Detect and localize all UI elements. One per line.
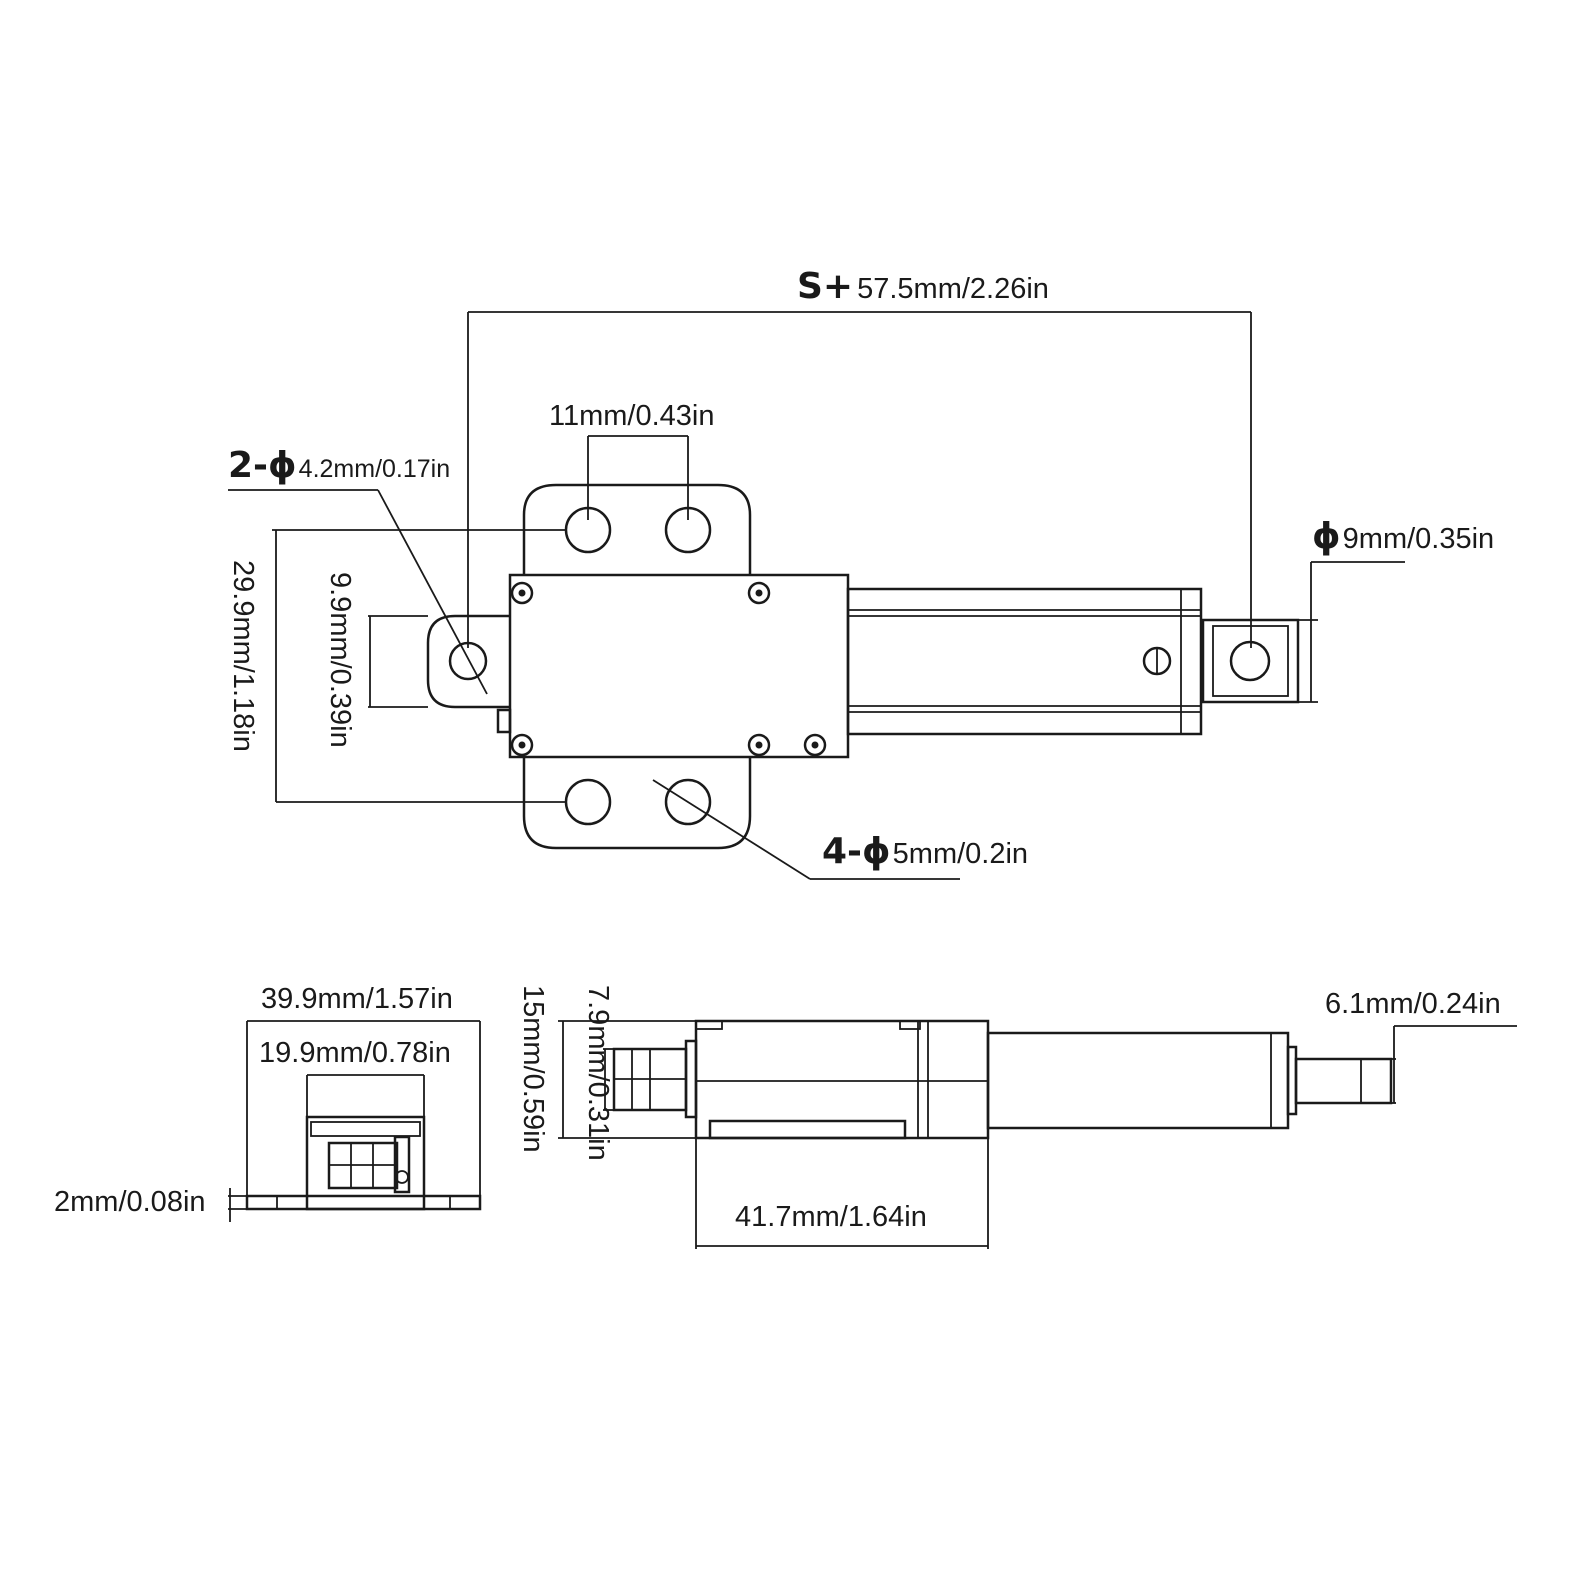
upper-bracket <box>522 483 752 575</box>
actuator-tube <box>846 587 1203 736</box>
end-body <box>305 1115 426 1211</box>
bracket-span-label: 29.9mm/1.18in <box>227 560 259 752</box>
top-view: S+57.5mm/2.26in 11mm/0.43in <box>227 266 1494 880</box>
stroke-label: S+57.5mm/2.26in <box>797 266 1049 307</box>
rod-end <box>1201 618 1300 704</box>
body-height-dimension: 15mm/0.59in <box>517 985 696 1153</box>
bracket-span-dimension: 29.9mm/1.18in <box>227 529 566 803</box>
body-width-label: 19.9mm/0.78in <box>259 1037 451 1069</box>
tab-height-label: 7.9mm/0.31in <box>582 985 614 1161</box>
bracket-hole-label: 4-ϕ5mm/0.2in <box>822 831 1028 872</box>
body-tab <box>496 708 512 734</box>
body-length-dimension: 41.7mm/1.64in <box>695 1138 989 1249</box>
rod-end-inner <box>1212 625 1289 697</box>
stroke-dimension: S+57.5mm/2.26in <box>467 266 1252 648</box>
tab-height-dimension: 7.9mm/0.31in <box>582 985 614 1161</box>
rod-end-dimension: ϕ9mm/0.35in <box>1298 516 1494 703</box>
side-rod <box>1294 1057 1393 1105</box>
tab-width-label: 9.9mm/0.39in <box>324 572 356 748</box>
base-plate <box>245 1194 482 1211</box>
rod-diameter-label: 6.1mm/0.24in <box>1325 988 1501 1020</box>
base-thickness-label: 2mm/0.08in <box>54 1186 206 1218</box>
bracket-hole <box>564 778 612 826</box>
body-screws <box>510 581 827 757</box>
side-view: 15mm/0.59in 7.9mm/0.31in 6.1mm/0.24in 41… <box>517 985 1517 1249</box>
rear-mount-hole <box>448 641 488 681</box>
body-height-label: 15mm/0.59in <box>517 985 549 1153</box>
base-thickness-dimension: 2mm/0.08in <box>54 1186 247 1222</box>
rear-hole-leader: 2-ϕ4.2mm/0.17in <box>228 445 488 695</box>
motor-body <box>508 573 850 759</box>
end-view: 39.9mm/1.57in 19.9mm/0.78in 2mm/0.08in <box>54 983 482 1222</box>
overall-width-label: 39.9mm/1.57in <box>261 983 453 1015</box>
tab-width-dimension: 9.9mm/0.39in <box>324 572 428 748</box>
rod-diameter-dimension: 6.1mm/0.24in <box>1325 988 1517 1104</box>
bracket-hole <box>664 506 712 554</box>
bracket-hole <box>664 778 712 826</box>
side-base <box>708 1119 907 1140</box>
body-length-label: 41.7mm/1.64in <box>735 1201 927 1233</box>
overall-width-dimension: 39.9mm/1.57in <box>246 983 481 1209</box>
bracket-hole-leader: 4-ϕ5mm/0.2in <box>652 779 1028 880</box>
rear-mount-tab <box>426 614 510 709</box>
lower-bracket <box>522 757 752 850</box>
rear-hole-label: 2-ϕ4.2mm/0.17in <box>228 445 450 486</box>
rod-end-hole <box>1229 640 1271 682</box>
side-tube <box>986 1031 1290 1130</box>
body-width-dimension: 19.9mm/0.78in <box>259 1037 451 1209</box>
hole-spacing-label: 11mm/0.43in <box>549 400 715 432</box>
rod-end-label: ϕ9mm/0.35in <box>1312 516 1494 557</box>
hole-spacing-dimension: 11mm/0.43in <box>549 400 715 520</box>
